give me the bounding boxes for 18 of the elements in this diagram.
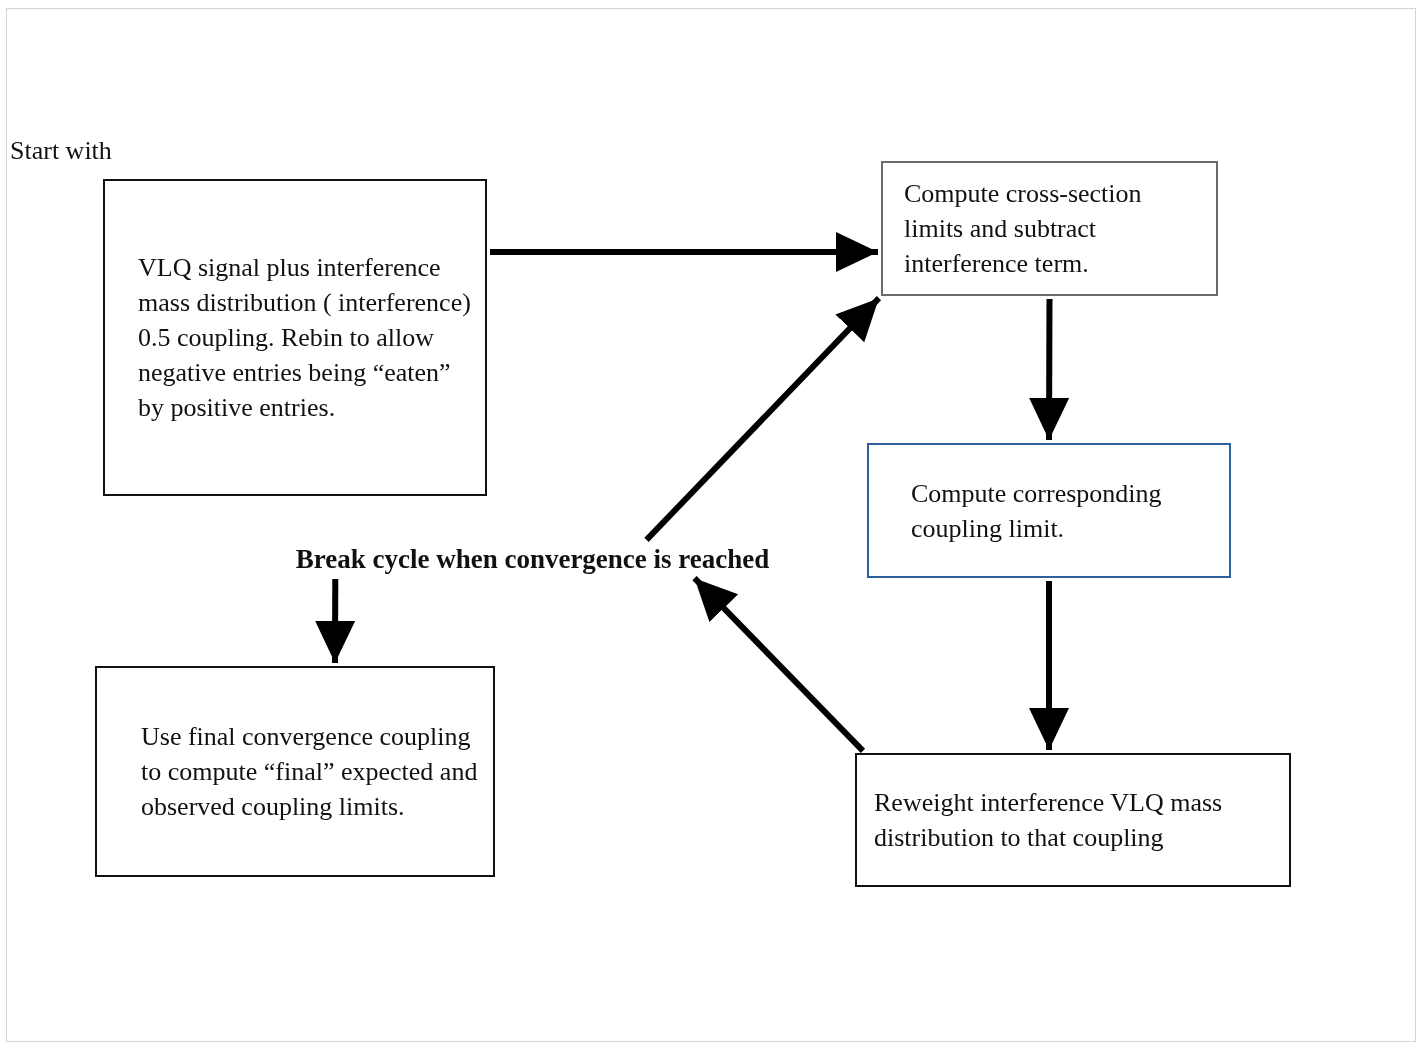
arrow [1029, 581, 1069, 750]
arrow [490, 232, 878, 272]
process-box [95, 666, 495, 877]
start-label: Start with [10, 136, 112, 166]
arrow [1029, 299, 1070, 440]
arrow [644, 296, 882, 542]
step-text: Use final convergence coupling to compute “final” expected and observed coupling limits. [141, 721, 479, 823]
step-text: Compute corresponding coupling limit. [911, 477, 1163, 545]
process-box [103, 179, 487, 496]
process-box [881, 161, 1218, 296]
process-box [867, 443, 1231, 578]
process-box [855, 753, 1291, 887]
arrow [315, 579, 356, 663]
arrow [692, 576, 866, 753]
step-text: VLQ signal plus interference mass distribution ( interference) 0.5 coupling. Rebin to allow negative entries being “eaten” by positive entries. [138, 252, 472, 424]
step-text: Compute cross-section limits and subtract interference term. [904, 178, 1143, 280]
note-text: Break cycle when convergence is reached [295, 543, 770, 575]
step-text: Reweight interference VLQ mass distribution to that coupling [874, 787, 1224, 854]
